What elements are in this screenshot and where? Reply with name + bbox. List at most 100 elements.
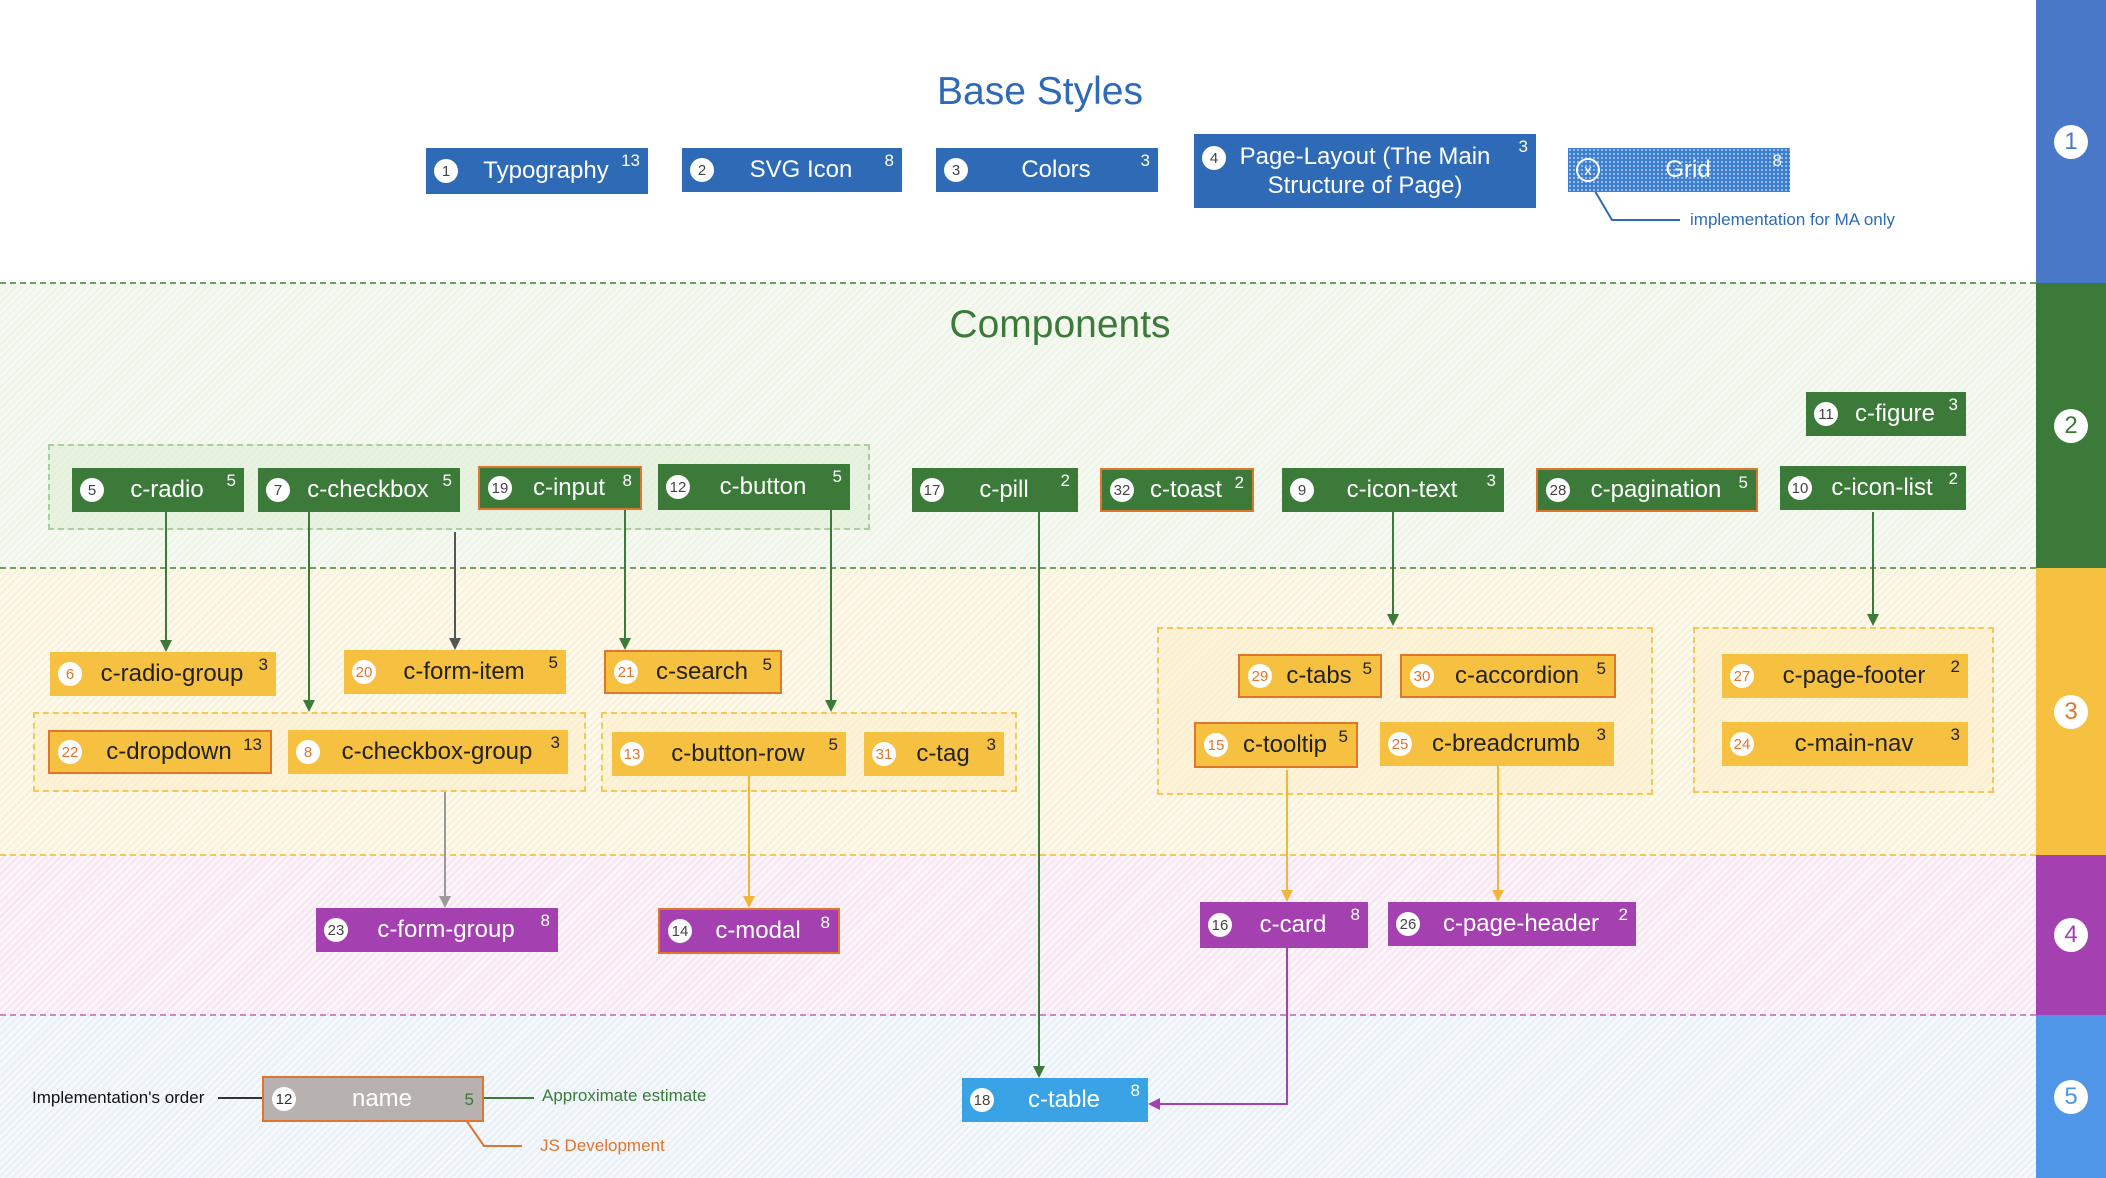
node-c-button-row[interactable]: 13 c-button-row 5	[612, 732, 846, 776]
node-grid[interactable]: x Grid 8	[1568, 148, 1790, 192]
order-badge: 3	[944, 158, 968, 182]
estimate: 3	[258, 655, 268, 674]
order-badge: 31	[872, 742, 896, 766]
order-badge: 17	[920, 478, 944, 502]
order-badge: 28	[1546, 478, 1570, 502]
node-c-page-footer[interactable]: 27 c-page-footer 2	[1722, 654, 1968, 698]
order-badge: 13	[620, 742, 644, 766]
node-label: c-figure	[1854, 400, 1936, 427]
node-c-table[interactable]: 18 c-table 8	[962, 1078, 1148, 1122]
node-c-pagination[interactable]: 28 c-pagination 5	[1536, 468, 1758, 512]
divider-4	[0, 1014, 2036, 1016]
rail-number: 4	[2054, 918, 2088, 952]
node-label: c-button-row	[671, 740, 805, 767]
divider-3	[0, 854, 2036, 856]
estimate: 5	[1362, 659, 1372, 678]
node-label: c-tag	[916, 740, 970, 767]
node-typography[interactable]: 1 Typography 13	[426, 148, 648, 194]
node-c-search[interactable]: 21 c-search 5	[604, 650, 782, 694]
rail-level-1: 1	[2036, 0, 2106, 283]
rail-number: 1	[2054, 124, 2088, 159]
node-c-main-nav[interactable]: 24 c-main-nav 3	[1722, 722, 1968, 766]
node-c-pill[interactable]: 17 c-pill 2	[912, 468, 1078, 512]
estimate: 8	[1772, 151, 1782, 170]
order-badge: 4	[1202, 146, 1226, 170]
node-c-icon-list[interactable]: 10 c-icon-list 2	[1780, 466, 1966, 510]
estimate: 5	[762, 655, 772, 674]
order-badge: 8	[296, 740, 320, 764]
order-badge: 18	[970, 1088, 994, 1112]
node-c-radio-group[interactable]: 6 c-radio-group 3	[50, 652, 276, 696]
node-c-card[interactable]: 16 c-card 8	[1200, 902, 1368, 948]
node-label: c-breadcrumb	[1431, 730, 1581, 757]
order-badge: 30	[1410, 664, 1434, 688]
order-badge: 23	[324, 918, 348, 942]
node-label: c-icon-text	[1346, 476, 1458, 503]
legend-estimate-note: Approximate estimate	[542, 1086, 707, 1105]
node-label: c-radio-group	[100, 660, 244, 687]
estimate: 3	[1596, 725, 1606, 744]
estimate: 8	[540, 911, 550, 930]
node-label: c-radio	[130, 476, 204, 503]
node-label: c-main-nav	[1794, 730, 1914, 757]
node-c-dropdown[interactable]: 22 c-dropdown 13	[48, 730, 272, 774]
estimate: 13	[243, 735, 262, 754]
node-c-modal[interactable]: 14 c-modal 8	[658, 908, 840, 954]
node-c-checkbox[interactable]: 7 c-checkbox 5	[258, 468, 460, 512]
order-badge: 1	[434, 159, 458, 183]
node-c-tabs[interactable]: 29 c-tabs 5	[1238, 654, 1382, 698]
order-badge: 9	[1290, 478, 1314, 502]
order-badge: 16	[1208, 913, 1232, 937]
rail-number: 2	[2054, 408, 2088, 443]
node-c-icon-text[interactable]: 9 c-icon-text 3	[1282, 468, 1504, 512]
order-badge: 14	[668, 919, 692, 943]
estimate: 2	[1234, 473, 1244, 492]
node-c-figure[interactable]: 11 c-figure 3	[1806, 392, 1966, 436]
estimate: 5	[832, 467, 842, 486]
estimate: 3	[1486, 471, 1496, 490]
node-c-button[interactable]: 12 c-button 5	[658, 464, 850, 510]
node-c-checkbox-group[interactable]: 8 c-checkbox-group 3	[288, 730, 568, 774]
node-c-form-item[interactable]: 20 c-form-item 5	[344, 650, 566, 694]
order-badge: 24	[1730, 732, 1754, 756]
estimate: 8	[1350, 905, 1360, 924]
estimate: 3	[1518, 137, 1528, 156]
node-label: c-button	[719, 473, 807, 500]
node-c-breadcrumb[interactable]: 25 c-breadcrumb 3	[1380, 722, 1614, 766]
divider-2	[0, 567, 2036, 569]
node-label: c-icon-list	[1831, 474, 1933, 501]
node-page-layout[interactable]: 4 Page-Layout (The Main Structure of Pag…	[1194, 134, 1536, 208]
connector-lines	[160, 185, 1879, 1147]
node-label: c-checkbox-group	[341, 738, 533, 765]
node-c-toast[interactable]: 32 c-toast 2	[1100, 468, 1254, 512]
rail-number: 3	[2054, 694, 2088, 729]
node-label: c-input	[532, 474, 606, 501]
node-c-tag[interactable]: 31 c-tag 3	[864, 732, 1004, 776]
order-badge: 12	[666, 475, 690, 499]
edge-card-table	[1152, 948, 1288, 1105]
order-badge: 19	[488, 476, 512, 500]
node-label: c-checkbox	[307, 476, 429, 503]
node-colors[interactable]: 3 Colors 3	[936, 148, 1158, 192]
order-badge: 11	[1814, 402, 1838, 426]
node-c-tooltip[interactable]: 15 c-tooltip 5	[1194, 722, 1358, 768]
node-c-input[interactable]: 19 c-input 8	[478, 466, 642, 510]
node-svg-icon[interactable]: 2 SVG Icon 8	[682, 148, 902, 192]
node-label: c-tooltip	[1242, 731, 1328, 758]
order-badge: x	[1576, 158, 1600, 182]
legend-order-note: Implementation's order	[32, 1088, 205, 1107]
node-c-radio[interactable]: 5 c-radio 5	[72, 468, 244, 512]
base-styles-title: Base Styles	[937, 70, 1143, 113]
node-label: c-dropdown	[106, 738, 232, 765]
node-c-accordion[interactable]: 30 c-accordion 5	[1400, 654, 1616, 698]
node-c-page-header[interactable]: 26 c-page-header 2	[1388, 902, 1636, 946]
grid-note-line	[1591, 185, 1680, 221]
rail-level-5: 5	[2036, 1015, 2106, 1178]
legend-sample-box: 12 name 5	[262, 1076, 484, 1122]
order-badge: 29	[1248, 664, 1272, 688]
node-label: c-toast	[1149, 476, 1223, 503]
estimate: 3	[1140, 151, 1150, 170]
node-c-form-group[interactable]: 23 c-form-group 8	[316, 908, 558, 952]
order-badge: 6	[58, 662, 82, 686]
order-badge: 21	[614, 660, 638, 684]
